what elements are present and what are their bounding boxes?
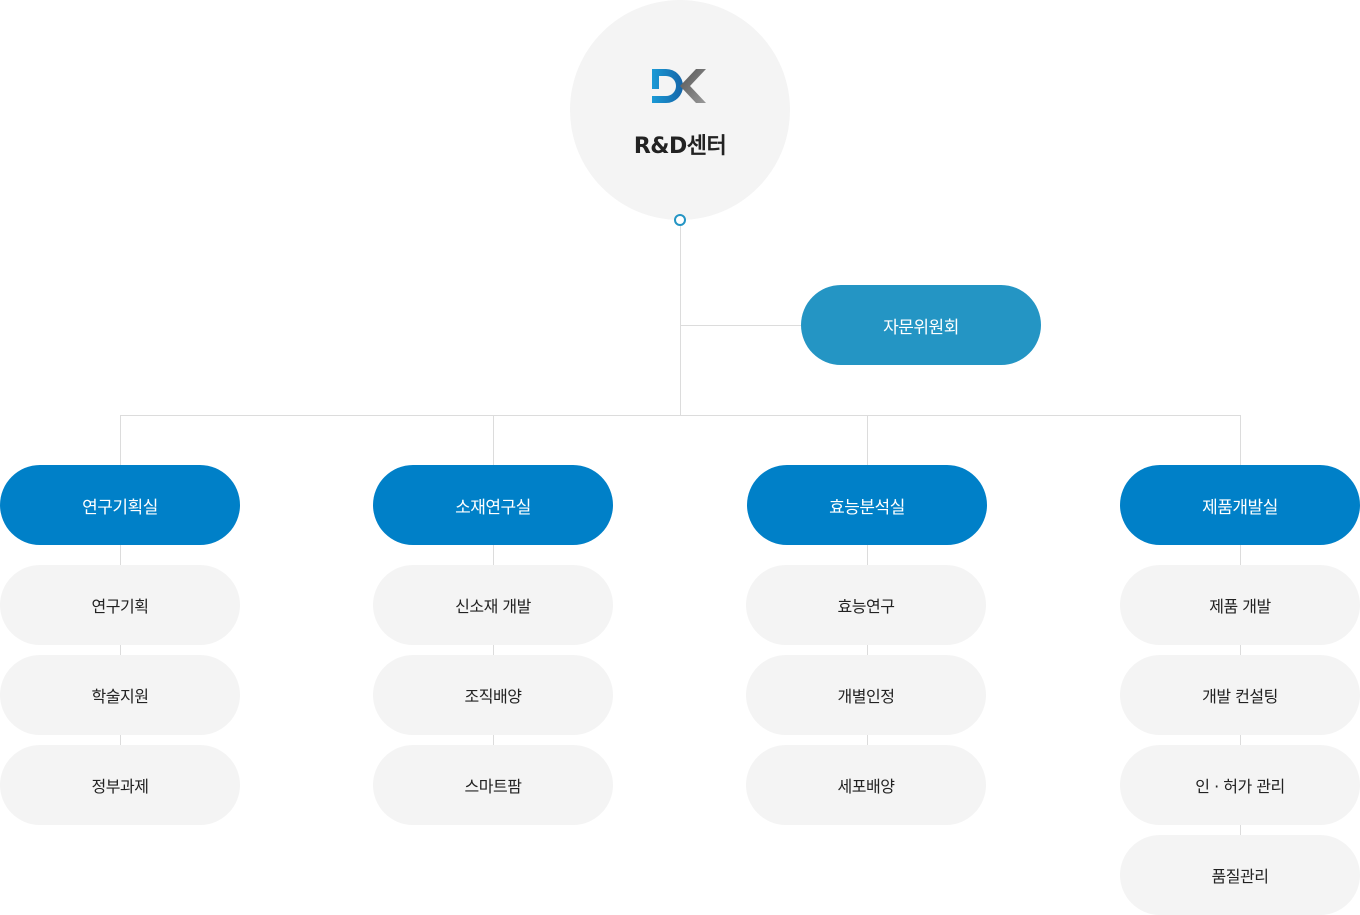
sub-item-label: 학술지원	[91, 687, 149, 706]
root-node: R&D센터	[570, 0, 790, 220]
sub-item-label: 인 · 허가 관리	[1195, 777, 1285, 796]
sub-item-label: 조직배양	[464, 687, 522, 706]
sub-item-label: 개별인정	[837, 687, 895, 706]
sub-item-node[interactable]: 스마트팜	[373, 745, 613, 825]
sub-item-node[interactable]: 연구기획	[0, 565, 240, 645]
department-horizontal-connector	[120, 415, 1241, 416]
dept-4-connector	[1240, 415, 1241, 875]
advisory-label: 자문위원회	[883, 317, 959, 338]
department-label: 연구기획실	[82, 497, 158, 518]
sub-item-node[interactable]: 효능연구	[746, 565, 986, 645]
root-title: R&D센터	[633, 134, 727, 159]
sub-item-label: 신소재 개발	[455, 597, 531, 616]
root-connector-dot	[674, 214, 686, 226]
sub-item-label: 개발 컨설팅	[1202, 687, 1278, 706]
department-node[interactable]: 연구기획실	[0, 465, 240, 545]
sub-item-node[interactable]: 인 · 허가 관리	[1120, 745, 1360, 825]
sub-item-label: 연구기획	[91, 597, 149, 616]
department-label: 효능분석실	[829, 497, 905, 518]
sub-item-node[interactable]: 신소재 개발	[373, 565, 613, 645]
sub-item-label: 제품 개발	[1209, 597, 1271, 616]
sub-item-node[interactable]: 제품 개발	[1120, 565, 1360, 645]
dk-logo-icon	[652, 69, 706, 103]
sub-item-node[interactable]: 조직배양	[373, 655, 613, 735]
department-node[interactable]: 소재연구실	[373, 465, 613, 545]
department-label: 소재연구실	[455, 497, 531, 518]
sub-item-node[interactable]: 품질관리	[1120, 835, 1360, 915]
sub-item-label: 스마트팜	[464, 777, 522, 796]
sub-item-node[interactable]: 정부과제	[0, 745, 240, 825]
sub-item-label: 효능연구	[837, 597, 895, 616]
sub-item-node[interactable]: 개발 컨설팅	[1120, 655, 1360, 735]
sub-item-label: 세포배양	[837, 777, 895, 796]
sub-item-node[interactable]: 학술지원	[0, 655, 240, 735]
advisory-committee-node[interactable]: 자문위원회	[801, 285, 1041, 365]
sub-item-label: 품질관리	[1211, 867, 1269, 886]
sub-item-node[interactable]: 세포배양	[746, 745, 986, 825]
department-label: 제품개발실	[1202, 497, 1278, 518]
department-node[interactable]: 제품개발실	[1120, 465, 1360, 545]
root-vertical-connector	[680, 222, 681, 415]
department-node[interactable]: 효능분석실	[747, 465, 987, 545]
sub-item-node[interactable]: 개별인정	[746, 655, 986, 735]
sub-item-label: 정부과제	[91, 777, 149, 796]
advisory-connector	[680, 325, 801, 326]
